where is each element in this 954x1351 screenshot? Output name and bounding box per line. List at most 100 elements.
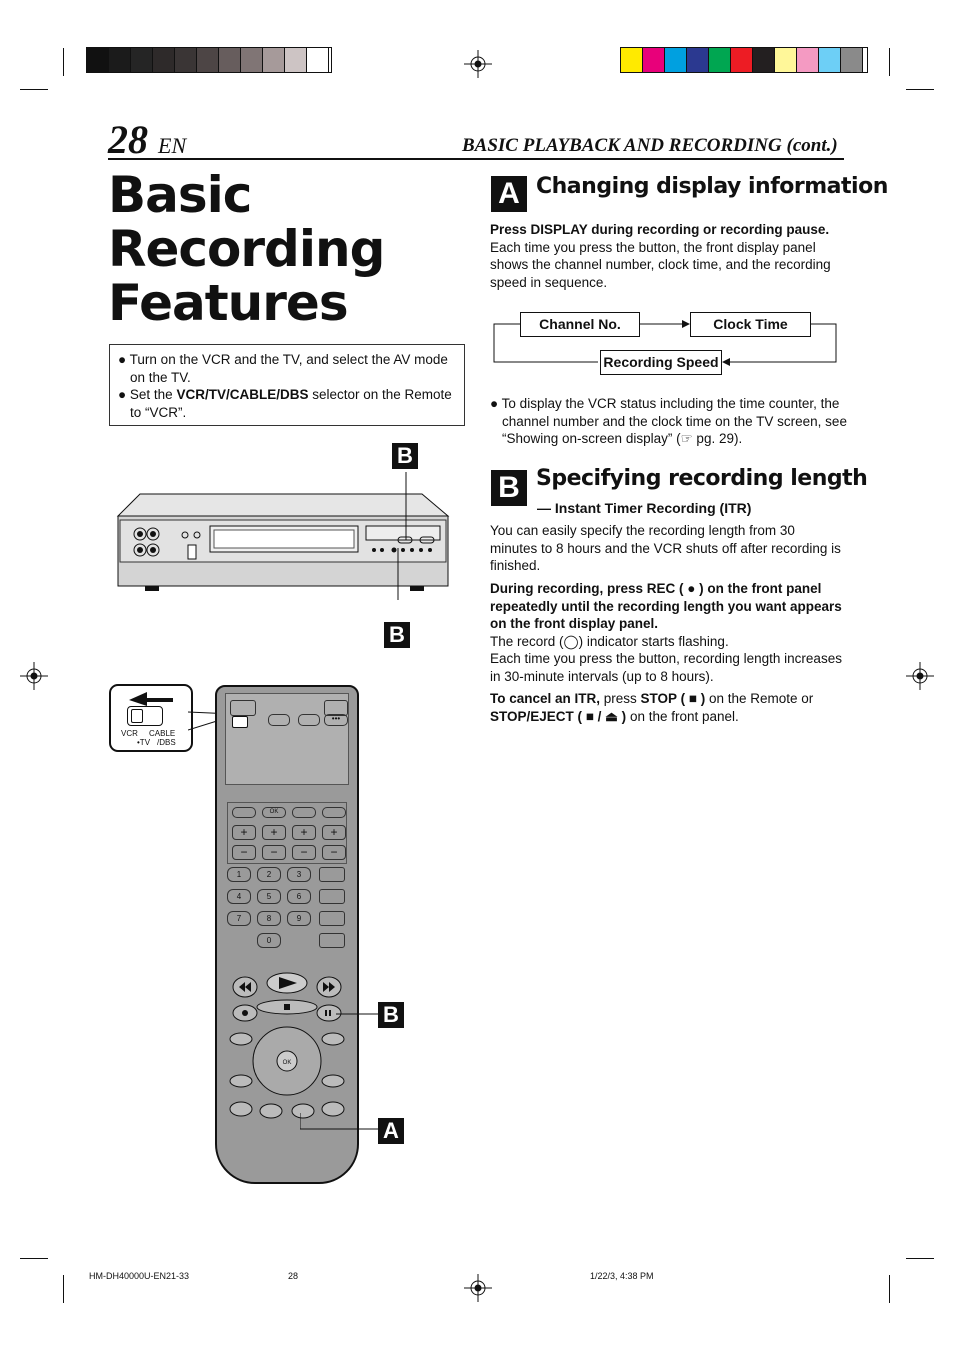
color-swatch — [819, 48, 841, 72]
color-swatch — [307, 48, 329, 72]
registration-mark-icon — [20, 662, 48, 690]
footer-date: 1/22/3, 4:38 PM — [590, 1271, 654, 1281]
number-key: 1 — [227, 867, 251, 882]
flow-box-speed: Recording Speed — [600, 350, 722, 375]
section-b-heading: Specifying recording length — [536, 466, 868, 491]
section-b-indicator: The record (◯) indicator starts flashing… — [490, 634, 729, 649]
section-header: BASIC PLAYBACK AND RECORDING (cont.) — [462, 135, 838, 156]
color-swatch — [841, 48, 863, 72]
crop-mark — [63, 1275, 64, 1303]
minus-button: − — [262, 845, 286, 860]
color-swatch — [219, 48, 241, 72]
flow-box-channel: Channel No. — [520, 312, 640, 337]
remote-transport-controls: OK — [229, 972, 345, 1119]
minus-button: − — [322, 845, 346, 860]
registration-mark-icon — [464, 50, 492, 78]
plus-button: + — [322, 825, 346, 840]
number-key: 5 — [257, 889, 281, 904]
plus-button: + — [292, 825, 316, 840]
crop-mark — [906, 1258, 934, 1259]
section-b-subheading: — Instant Timer Recording (ITR) — [537, 500, 752, 516]
plus-button: + — [232, 825, 256, 840]
color-swatch — [153, 48, 175, 72]
number-key: 9 — [287, 911, 311, 926]
arrow-left-icon — [129, 692, 173, 706]
remote-volume-panel: OK ++++ −−−− — [227, 802, 347, 864]
section-b-instruction: During recording, press REC ( ● ) on the… — [490, 581, 842, 632]
color-bar — [620, 47, 868, 73]
color-swatch — [775, 48, 797, 72]
crop-mark — [889, 1275, 890, 1303]
section-a-note: ● To display the VCR status including th… — [490, 396, 847, 447]
color-swatch — [643, 48, 665, 72]
footer-page: 28 — [288, 1271, 299, 1281]
crop-mark — [906, 89, 934, 90]
header-rule — [108, 158, 844, 160]
color-swatch — [109, 48, 131, 72]
svg-text:OK: OK — [283, 1060, 292, 1066]
color-swatch — [753, 48, 775, 72]
section-b-interval: Each time you press the button, recordin… — [490, 651, 842, 684]
prerequisite-box: ● Turn on the VCR and the TV, and select… — [109, 344, 465, 426]
section-a-heading: Changing display information — [536, 174, 888, 199]
number-key: 7 — [227, 911, 251, 926]
callout-lines — [300, 1013, 378, 1130]
number-key: 4 — [227, 889, 251, 904]
color-swatch — [731, 48, 753, 72]
number-key: 2 — [257, 867, 281, 882]
footer-file: HM-DH40000U-EN21-33 — [89, 1271, 190, 1281]
label-a-display-remote: A — [378, 1118, 404, 1144]
color-swatch — [263, 48, 285, 72]
grayscale-bar — [86, 47, 332, 73]
flow-box-clock: Clock Time — [690, 312, 811, 337]
vcr-illustration — [116, 472, 450, 600]
crop-mark — [889, 48, 890, 76]
section-b-cancel: To cancel an ITR, press STOP ( ■ ) on th… — [490, 691, 814, 724]
number-key: 8 — [257, 911, 281, 926]
label-b-rec-remote: B — [378, 1002, 404, 1028]
display-cycle-diagram — [493, 320, 837, 366]
number-key: 3 — [287, 867, 311, 882]
color-swatch — [131, 48, 153, 72]
selector-label-tv: •TV — [137, 738, 151, 747]
plus-button: + — [262, 825, 286, 840]
side-key — [319, 933, 345, 948]
page-number: 28 — [108, 117, 148, 162]
selector-label-dbs: /DBS — [157, 738, 176, 747]
bullet-item: ● Turn on the VCR and the TV, and select… — [118, 352, 448, 385]
label-b-display-button: B — [392, 443, 418, 469]
number-key: 6 — [287, 889, 311, 904]
color-swatch — [665, 48, 687, 72]
registration-mark-icon — [464, 1274, 492, 1302]
side-key — [319, 889, 345, 904]
side-key — [319, 867, 345, 882]
label-b-rec-button: B — [384, 622, 410, 648]
color-swatch — [197, 48, 219, 72]
section-b-intro: You can easily specify the recording len… — [490, 523, 841, 574]
color-swatch — [621, 48, 643, 72]
page-title: Basic Recording Features — [108, 166, 385, 332]
page-language: EN — [158, 133, 187, 158]
selector-inset: VCR •TV CABLE /DBS — [109, 684, 193, 752]
color-swatch — [241, 48, 263, 72]
selector-switch — [127, 706, 163, 726]
minus-button: − — [292, 845, 316, 860]
crop-mark — [20, 1258, 48, 1259]
color-swatch — [709, 48, 731, 72]
registration-mark-icon — [906, 662, 934, 690]
color-swatch — [175, 48, 197, 72]
color-swatch — [87, 48, 109, 72]
minus-button: − — [232, 845, 256, 860]
color-swatch — [797, 48, 819, 72]
selector-label-cable: CABLE — [149, 729, 176, 738]
bullet-item: ● Set the VCR/TV/CABLE/DBS selector on t… — [118, 387, 452, 420]
section-b-badge: B — [491, 470, 527, 506]
color-swatch — [687, 48, 709, 72]
section-a-badge: A — [491, 176, 527, 212]
number-key: 0 — [257, 933, 281, 948]
section-a-text: Press DISPLAY during recording or record… — [490, 222, 831, 291]
crop-mark — [63, 48, 64, 76]
remote-top-panel: ••• — [225, 693, 349, 785]
